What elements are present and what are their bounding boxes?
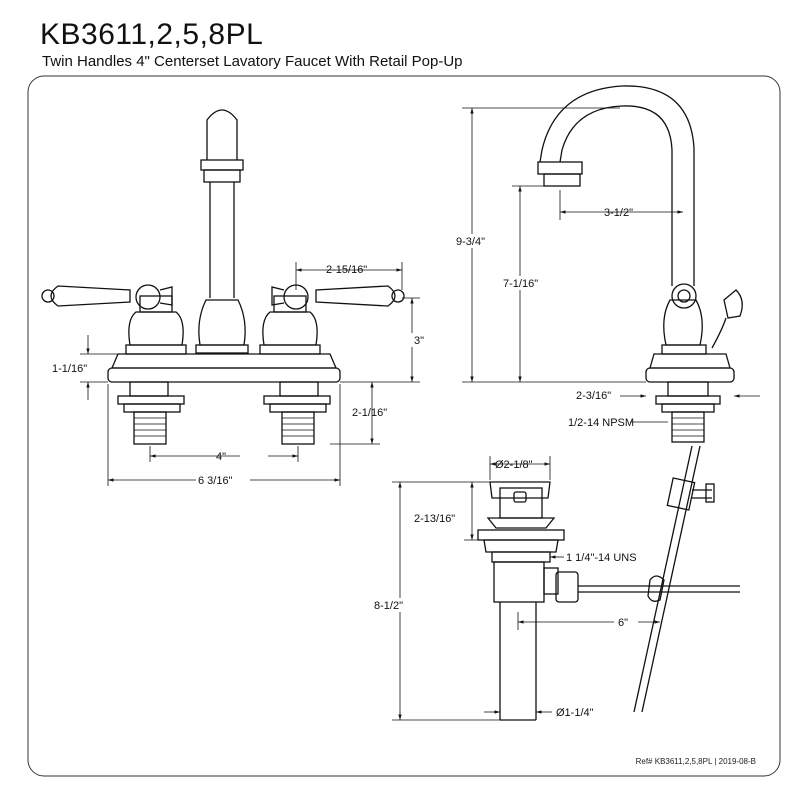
dim-overall-height: 9-3/4" — [456, 236, 485, 248]
dim-tailpiece-dia: Ø1-1/4" — [556, 707, 594, 719]
drawing-border — [27, 75, 781, 777]
left-shank — [117, 381, 185, 445]
dim-supply-thread: 1/2-14 NPSM — [568, 417, 634, 429]
reference-note: Ref# KB3611,2,5,8PL | 2019-08-B — [635, 757, 756, 766]
dim-spout-reach-front: 2-15/16" — [326, 264, 367, 276]
dim-drain-flange-dia: Ø2-1/8" — [495, 459, 533, 471]
dim-spout-height: 7-1/16" — [503, 278, 538, 290]
popup-drain — [477, 445, 740, 721]
dim-spout-reach-side: 3-1/2" — [604, 207, 633, 219]
faucet-side-view — [537, 85, 743, 443]
right-handle — [259, 284, 405, 355]
dim-deck-thickness: 1-1/16" — [52, 363, 87, 375]
dim-center-spacing: 4" — [216, 451, 226, 463]
faucet-front-view — [41, 109, 405, 445]
front-view-dimensions — [80, 262, 420, 486]
dim-pivot-rod-length: 6" — [618, 617, 628, 629]
dim-drain-length: 8-1/2" — [374, 600, 403, 612]
model-title: KB3611,2,5,8PL — [40, 18, 264, 51]
dim-base-width: 6 3/16" — [198, 475, 233, 487]
dim-drain-thread: 1 1/4"-14 UNS — [566, 552, 637, 564]
dim-drain-flange-height: 2-13/16" — [414, 513, 455, 525]
product-description: Twin Handles 4" Centerset Lavatory Fauce… — [42, 53, 463, 70]
dim-base-depth: 2-3/16" — [576, 390, 611, 402]
dim-handle-height: 3" — [414, 335, 424, 347]
dim-shank-length: 2-1/16" — [352, 407, 387, 419]
side-view-dimensions — [462, 107, 760, 423]
right-shank — [263, 381, 331, 445]
left-handle — [41, 284, 187, 355]
